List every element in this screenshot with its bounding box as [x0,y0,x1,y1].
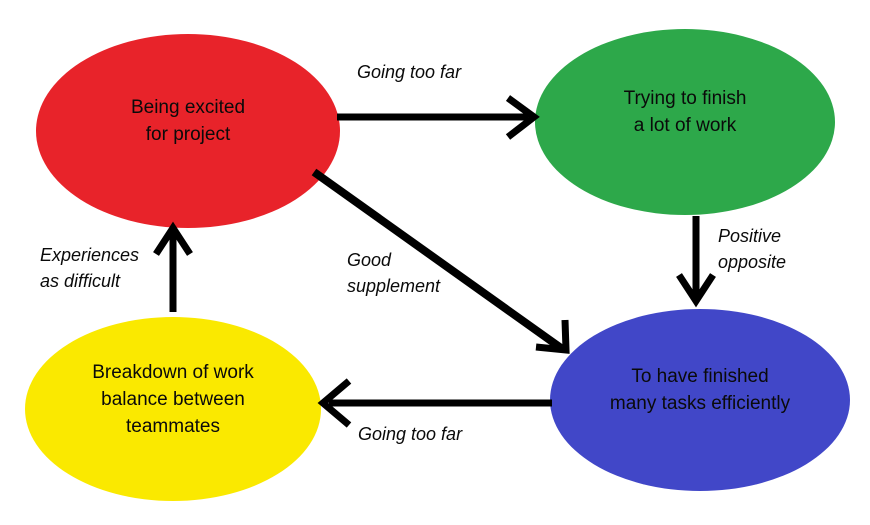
edge-label-positive-opposite: Positive opposite [718,226,787,272]
edge-excited-to-finished-efficiently [311,168,570,354]
node-shape-finish-work[interactable] [535,29,835,215]
arrowhead-diagonal-icon [535,319,570,354]
edge-finish-work-to-finished-efficiently [676,216,716,308]
node-shape-finished-efficiently[interactable] [550,309,850,491]
arrowhead-right-icon [505,95,540,140]
arrowhead-down-icon [676,273,716,308]
arrowhead-up-icon [153,221,193,256]
edge-label-going-too-far-bottom: Going too far [358,424,463,444]
edge-line [311,168,564,352]
node-shape-excited[interactable] [36,34,340,228]
node-shape-breakdown[interactable] [25,317,321,501]
edge-label-good-supplement: Good supplement [347,250,441,296]
arrowhead-left-icon [317,378,352,428]
edge-breakdown-to-excited [153,221,193,312]
edge-excited-to-finish-work [337,95,540,140]
edge-label-experiences-as-difficult: Experiences as difficult [40,245,140,291]
edge-finished-efficiently-to-breakdown [317,378,552,428]
edge-label-going-too-far-top: Going too far [357,62,462,82]
